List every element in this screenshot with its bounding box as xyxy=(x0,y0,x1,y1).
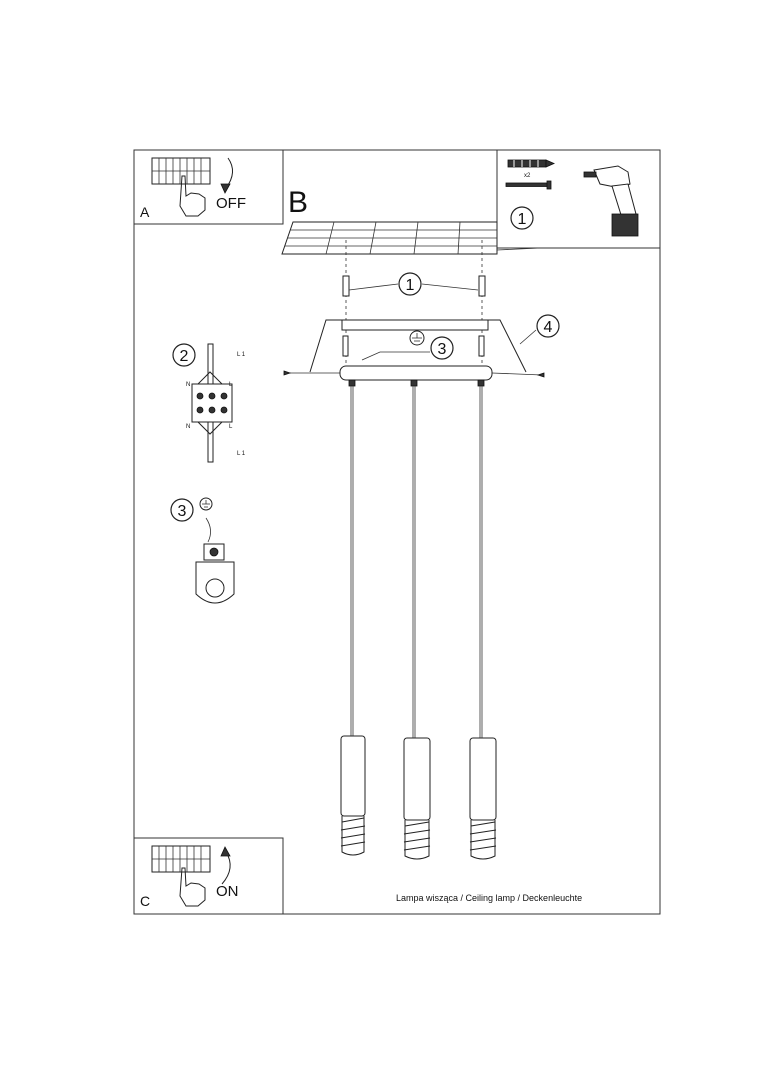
canopy-edge-left xyxy=(309,319,342,373)
cable-3 xyxy=(479,386,483,738)
callout-3-detail-badge xyxy=(170,498,194,522)
n-top-label: N xyxy=(186,382,190,388)
callout-3-leader xyxy=(361,351,430,361)
drill-icon xyxy=(583,165,639,237)
anchor-left xyxy=(342,275,350,297)
ground-terminal-detail: 3 xyxy=(170,497,235,604)
pendant-3 xyxy=(469,737,497,860)
callout-4-badge xyxy=(536,314,560,338)
panel-b: B 1 xyxy=(281,186,560,860)
callout-3-badge xyxy=(430,336,454,360)
callout-4-leader xyxy=(519,329,537,345)
arrow-up-head-icon xyxy=(220,846,231,857)
screw-right xyxy=(478,335,485,357)
callout-4-label: 4 xyxy=(544,319,553,336)
cable-clamp-1 xyxy=(348,379,356,387)
l1-bottom-label: L 1 xyxy=(237,451,246,457)
product-caption: Lampa wisząca / Ceiling lamp / Deckenleu… xyxy=(396,893,582,903)
terminal-block-detail: 2 L 1 L 1 N N L L xyxy=(172,343,246,463)
panel-b-letter: B xyxy=(288,186,308,219)
screw-tip-right-icon xyxy=(536,372,545,378)
cable-clamp-3 xyxy=(477,379,485,387)
ground-ring-hole xyxy=(205,578,225,598)
n-bottom-label: N xyxy=(186,424,190,430)
panel-tools: x2 1 xyxy=(505,159,639,237)
screw-line-right xyxy=(491,372,543,376)
screw-icon xyxy=(505,180,552,190)
canopy-edge-right xyxy=(488,319,527,373)
panel-c-letter: C xyxy=(140,893,150,909)
callout-1-label: 1 xyxy=(406,277,415,294)
pendant-2 xyxy=(403,737,431,860)
fuse-box-icon xyxy=(151,157,211,185)
ceiling-tiles xyxy=(281,221,541,255)
panel-a: OFF A xyxy=(140,157,246,220)
quantity-label: x2 xyxy=(524,173,531,179)
callout-1-leader-left xyxy=(348,283,399,291)
panel-c-action: ON xyxy=(216,883,239,900)
terminal-screws xyxy=(196,392,228,414)
fuse-box-on-icon xyxy=(151,845,211,873)
anchor-right xyxy=(478,275,486,297)
panel-c: ON C xyxy=(140,845,239,909)
l-top-label: L xyxy=(229,382,233,388)
panel-a-frame xyxy=(134,150,284,225)
terminal-block xyxy=(191,383,233,423)
hand-icon xyxy=(179,175,206,217)
wire-top xyxy=(207,343,214,385)
screw-left xyxy=(342,335,349,357)
panel-a-letter: A xyxy=(140,204,150,220)
pendant-1 xyxy=(340,735,366,856)
callout-3-label: 3 xyxy=(438,341,447,358)
wire-split-bottom xyxy=(197,421,223,435)
panel-a-action: OFF xyxy=(216,195,246,212)
panel-c-frame xyxy=(134,837,284,914)
wall-plug-icon xyxy=(507,159,555,168)
hand-on-icon xyxy=(179,867,206,907)
wire-split-top xyxy=(197,371,223,385)
ground-screw-icon xyxy=(209,547,219,557)
canopy-base xyxy=(339,365,493,381)
cable-1 xyxy=(350,386,354,736)
callout-2-label: 2 xyxy=(180,348,189,365)
outer-frame xyxy=(133,149,661,915)
arrow-down-head-icon xyxy=(220,183,231,194)
cable-2 xyxy=(412,386,416,738)
step-1-badge xyxy=(510,206,534,230)
callout-1-badge xyxy=(398,272,422,296)
l1-top-label: L 1 xyxy=(237,352,246,358)
ground-wire xyxy=(205,517,211,543)
l-bottom-label: L xyxy=(229,424,233,430)
callout-1-leader-right xyxy=(421,283,479,291)
callout-2-badge xyxy=(172,343,196,367)
cable-clamp-2 xyxy=(410,379,418,387)
wire-bottom xyxy=(207,421,214,463)
arrow-down-icon xyxy=(225,157,233,189)
screw-tip-left-icon xyxy=(283,370,292,376)
arrow-up-icon xyxy=(221,851,231,885)
mounting-bracket xyxy=(341,319,489,331)
callout-3-detail-label: 3 xyxy=(178,503,187,520)
step-1-label: 1 xyxy=(518,211,527,228)
